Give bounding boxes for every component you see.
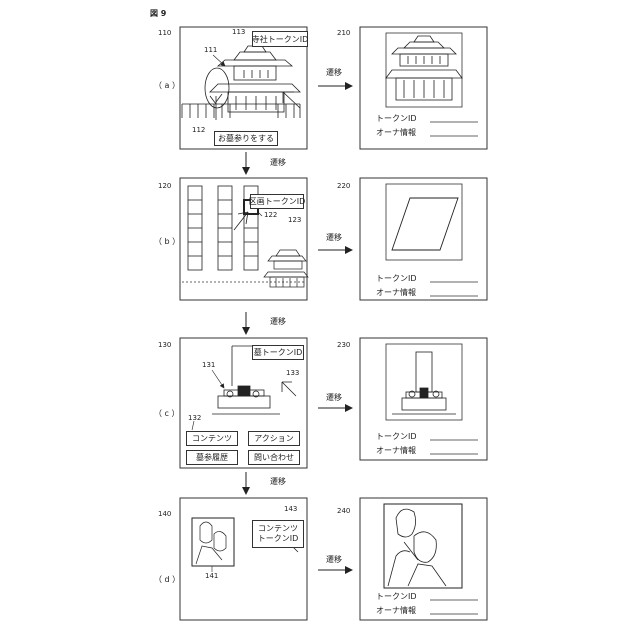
ref-113: 113 <box>232 29 245 36</box>
transition-label-bc: 遷移 <box>270 318 286 326</box>
temple-illustration-111 <box>182 46 300 118</box>
transition-label-ab: 遷移 <box>270 159 286 167</box>
ref-133: 133 <box>286 370 299 377</box>
visit-history-button[interactable]: 墓参履歴 <box>186 450 238 465</box>
screen-140 <box>180 498 307 620</box>
plot-token-id-box: 区画トークンID <box>250 194 304 209</box>
row-label-a: （ a ） <box>154 82 180 90</box>
temple-token-id-box: 寺社トークンID <box>252 31 308 47</box>
field-owner-info-b: オーナ情報 <box>376 289 416 297</box>
ref-220: 220 <box>337 183 350 190</box>
ref-230: 230 <box>337 342 350 349</box>
contents-token-id-line2: トークンID <box>258 534 299 544</box>
screen-230 <box>360 338 487 460</box>
ref-112: 112 <box>192 127 205 134</box>
portrait-sketch-large <box>388 509 446 586</box>
cursor-arrow-a <box>283 92 300 108</box>
ref-210: 210 <box>337 30 350 37</box>
transition-label-c: 遷移 <box>326 394 342 402</box>
field-token-id-b: トークンID <box>376 275 417 283</box>
ref-240: 240 <box>337 508 350 515</box>
ref-140: 140 <box>158 511 171 518</box>
contents-token-id-box: コンテンツ トークンID <box>252 520 304 548</box>
ref-143: 143 <box>284 506 297 513</box>
portrait-sketch-small <box>196 522 226 564</box>
field-owner-info-d: オーナ情報 <box>376 607 416 615</box>
leader-132 <box>192 421 194 430</box>
field-token-id-d: トークンID <box>376 593 417 601</box>
row-label-c: （ c ） <box>154 410 179 418</box>
transition-label-cd: 遷移 <box>270 478 286 486</box>
transition-label-b: 遷移 <box>326 234 342 242</box>
ref-130: 130 <box>158 342 171 349</box>
field-token-id-c: トークンID <box>376 433 417 441</box>
contents-button[interactable]: コンテンツ <box>186 431 238 446</box>
row-label-b: （ b ） <box>154 238 180 246</box>
grave-visit-button[interactable]: お墓参りをする <box>214 131 278 146</box>
tree-illustration <box>205 68 229 120</box>
plot-parallelogram <box>392 198 458 250</box>
cursor-arrow-b <box>234 212 248 230</box>
action-button[interactable]: アクション <box>248 431 300 446</box>
ref-110: 110 <box>158 30 171 37</box>
field-owner-info-c: オーナ情報 <box>376 447 416 455</box>
leader-111 <box>213 55 225 66</box>
grave-illustration-230 <box>392 352 456 414</box>
photo-frame-240 <box>384 504 462 588</box>
ref-111: 111 <box>204 47 217 54</box>
image-frame-230 <box>386 344 462 420</box>
leader-131 <box>212 370 224 388</box>
ref-132: 132 <box>188 415 201 422</box>
ref-122: 122 <box>264 212 277 219</box>
field-owner-info-a: オーナ情報 <box>376 129 416 137</box>
grave-plot-grid <box>188 186 258 270</box>
transition-label-a: 遷移 <box>326 69 342 77</box>
screen-240 <box>360 498 487 620</box>
ref-141: 141 <box>205 573 218 580</box>
contents-token-id-line1: コンテンツ <box>258 524 298 534</box>
figure-label: 図 9 <box>150 10 166 18</box>
inquiry-button[interactable]: 問い合わせ <box>248 450 300 465</box>
ref-131: 131 <box>202 362 215 369</box>
image-frame-220 <box>386 184 462 260</box>
transition-label-d: 遷移 <box>326 556 342 564</box>
ref-120: 120 <box>158 183 171 190</box>
row-label-d: （ d ） <box>154 576 180 584</box>
photo-thumbnail-141 <box>192 518 234 566</box>
temple-illustration-small <box>264 250 308 287</box>
temple-illustration-210 <box>386 36 462 100</box>
field-token-id-a: トークンID <box>376 115 417 123</box>
ref-123: 123 <box>288 217 301 224</box>
cursor-arrow-c <box>282 382 296 396</box>
grave-token-id-box: 墓トークンID <box>252 345 304 360</box>
